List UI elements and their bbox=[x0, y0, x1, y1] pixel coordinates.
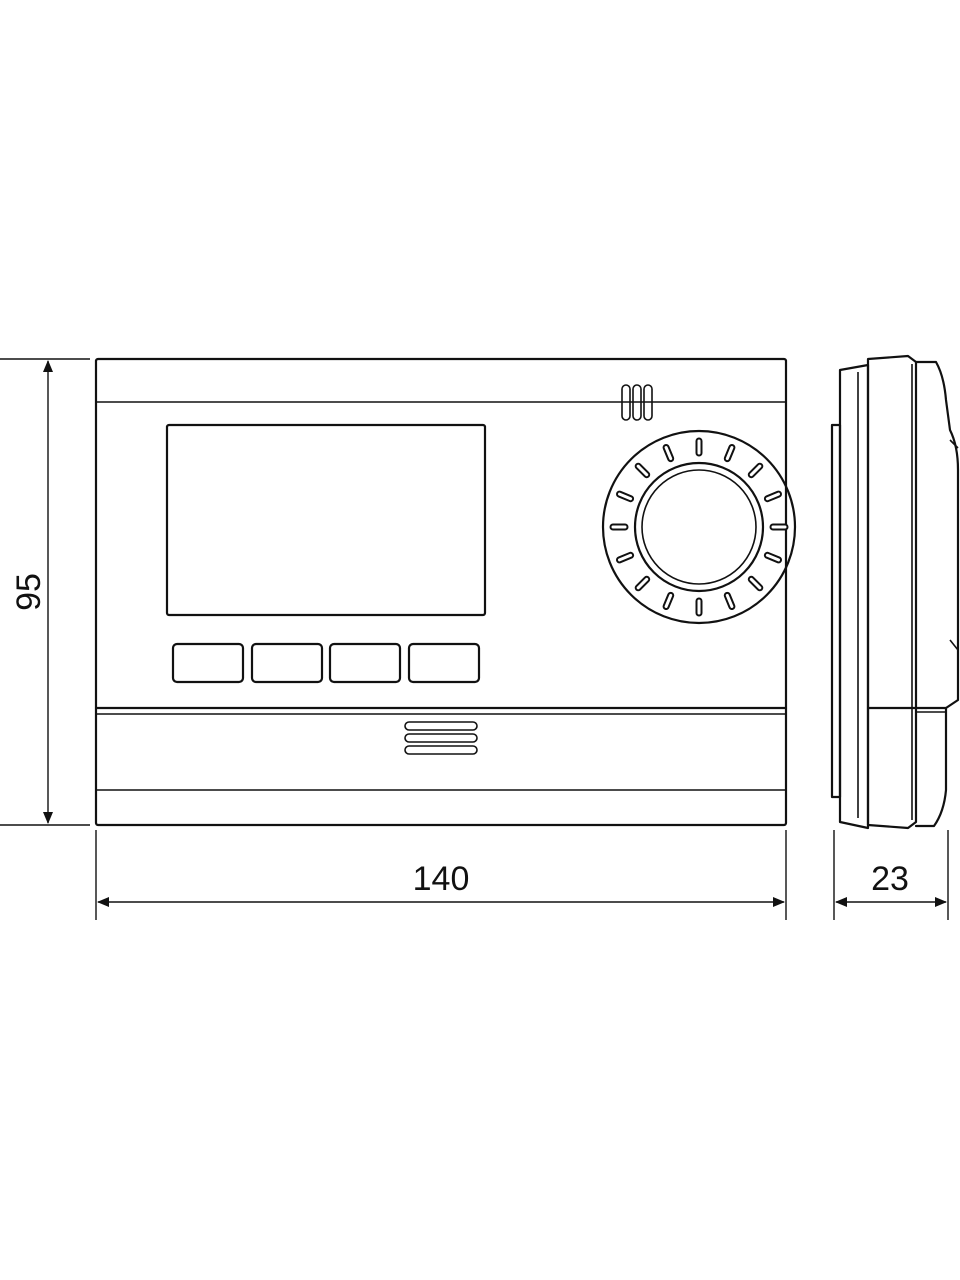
dimension-width: 140 bbox=[95, 830, 787, 920]
side-front-face bbox=[914, 360, 960, 828]
dial-outer-ring bbox=[601, 429, 797, 625]
dial-tick-inner bbox=[636, 464, 649, 477]
dial-tick-inner bbox=[618, 492, 633, 501]
dial-tick-inner bbox=[725, 446, 734, 461]
dial-tick-inner bbox=[765, 553, 780, 562]
push-buttons bbox=[171, 642, 481, 684]
dial-tick-inner bbox=[664, 446, 673, 461]
width-label: 140 bbox=[413, 860, 470, 898]
button-4 bbox=[407, 642, 481, 684]
dial-grip-ticks bbox=[609, 437, 789, 617]
front-view bbox=[94, 357, 797, 827]
depth-label: 23 bbox=[871, 860, 909, 898]
dimension-height: 95 bbox=[0, 358, 90, 826]
dial-tick-inner bbox=[664, 593, 673, 608]
base-shell bbox=[838, 363, 870, 830]
top-vent bbox=[621, 384, 653, 421]
dimension-depth: 23 bbox=[833, 830, 949, 920]
button-3 bbox=[328, 642, 402, 684]
button-2 bbox=[250, 642, 324, 684]
cover-grip bbox=[404, 721, 478, 755]
dial-tick-inner bbox=[636, 577, 649, 590]
lcd-display bbox=[165, 423, 487, 617]
dial-tick-inner bbox=[618, 553, 633, 562]
wall-plate bbox=[830, 423, 842, 799]
button-1 bbox=[171, 642, 245, 684]
housing-outline bbox=[94, 357, 788, 827]
dial-tick-inner bbox=[725, 593, 734, 608]
rotary-dial bbox=[601, 429, 797, 625]
dial-knob-inner bbox=[641, 469, 757, 585]
side-view bbox=[830, 354, 960, 830]
dial-tick-inner bbox=[749, 577, 762, 590]
dial-knob-outer bbox=[633, 461, 765, 593]
dial-tick-inner bbox=[765, 492, 780, 501]
height-label: 95 bbox=[10, 573, 48, 611]
side-body bbox=[866, 354, 918, 830]
dial-tick-inner bbox=[749, 464, 762, 477]
